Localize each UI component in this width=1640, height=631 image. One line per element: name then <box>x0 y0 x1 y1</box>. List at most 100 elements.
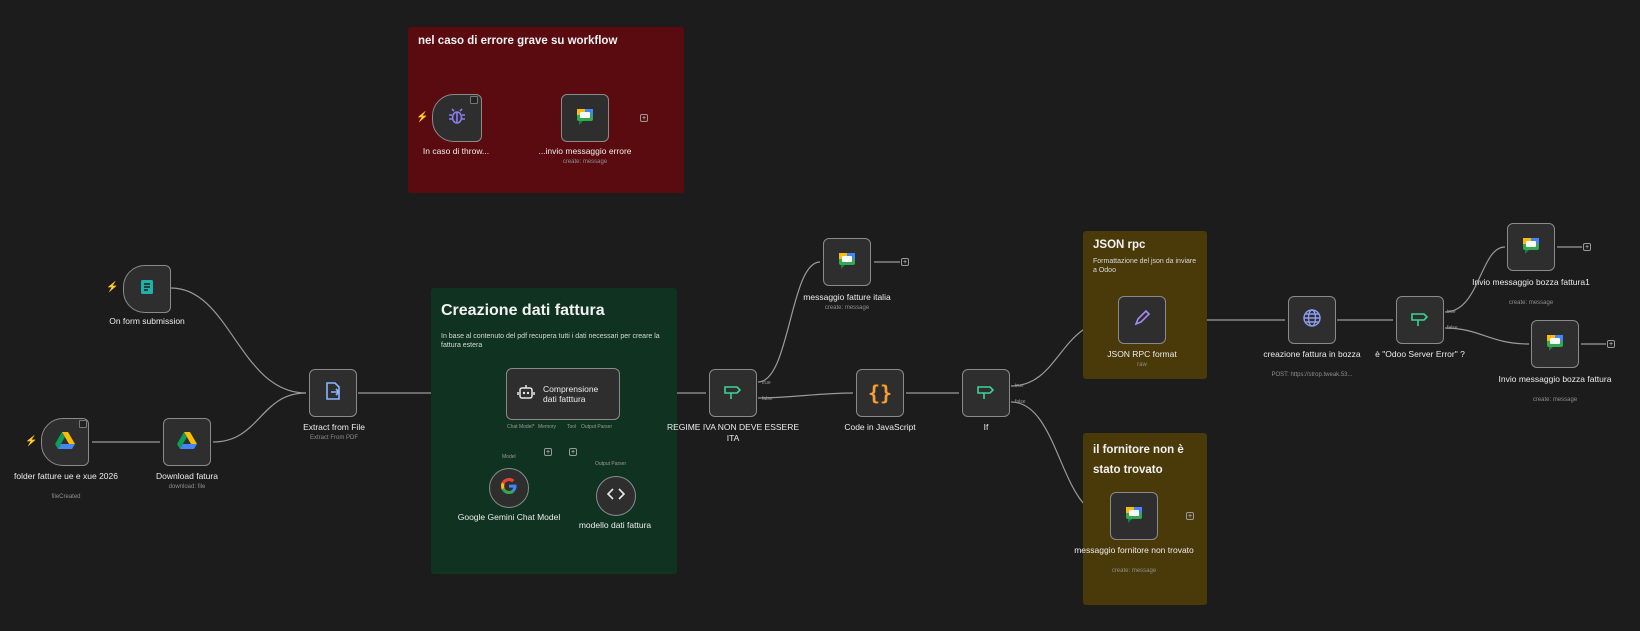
connection-odoo-false-to-bozza <box>1444 327 1530 345</box>
node-extract-from-file[interactable] <box>309 369 357 417</box>
node-google-gemini-chat-model[interactable] <box>489 468 529 508</box>
trigger-bolt-icon: ⚡ <box>25 436 38 447</box>
robot-icon <box>517 383 535 406</box>
branch-label-true: true <box>1447 309 1456 315</box>
google-chat-icon <box>1545 332 1565 357</box>
node-invio-messaggio-errore[interactable] <box>561 94 609 142</box>
node-if[interactable] <box>962 369 1010 417</box>
if-icon <box>723 382 743 405</box>
port-label-output-parser: Output Parser <box>581 424 613 430</box>
node-comprensione-dati-fattura[interactable]: Comprensione dati fatttura <box>506 368 620 420</box>
google-chat-icon <box>837 250 857 275</box>
connection-regime-false-to-code <box>757 392 854 399</box>
node-pin <box>470 96 478 104</box>
sticky-body: In base al contenuto del pdf recupera tu… <box>441 333 660 350</box>
trigger-bolt-icon: ⚡ <box>416 112 429 123</box>
add-node-button[interactable]: + <box>1607 340 1615 348</box>
node-label: Comprensione dati fatttura <box>543 383 599 404</box>
port-label-output-parser: Output Parser <box>595 461 627 467</box>
node-label: folder fatture ue e xue 2026 <box>14 471 118 481</box>
branch-label-false: false <box>1015 399 1026 405</box>
node-subtitle: create: message <box>1508 300 1554 306</box>
node-messaggio-fornitore-non-trovato[interactable] <box>1110 492 1158 540</box>
node-subtitle: POST: https://strop.tweak.53... <box>1271 372 1353 378</box>
google-chat-icon <box>1521 235 1541 260</box>
node-label: Invio messaggio bozza fattura <box>1498 374 1612 384</box>
node-label: ...invio messaggio errore <box>538 146 632 156</box>
sticky-title: nel caso di errore grave su workflow <box>418 35 618 47</box>
connection-odoo-true-to-bozza1 <box>1444 246 1506 313</box>
node-label: Download fatura <box>156 471 218 481</box>
node-label: creazione fattura in bozza <box>1263 349 1361 359</box>
if-icon <box>976 382 996 405</box>
braces-icon: {} <box>867 381 893 405</box>
node-messaggio-fatture-italia[interactable] <box>823 238 871 286</box>
add-node-button[interactable]: + <box>1186 512 1194 520</box>
connection-regime-true-to-italia <box>757 261 821 383</box>
node-invio-messaggio-bozza-fattura[interactable] <box>1531 320 1579 368</box>
file-extract-icon <box>323 381 343 406</box>
node-label: messaggio fornitore non trovato <box>1074 545 1194 555</box>
pencil-icon <box>1133 309 1151 332</box>
port-label-tool: Tool <box>567 424 577 430</box>
node-download-fatura[interactable] <box>163 418 211 466</box>
google-chat-icon <box>575 106 595 131</box>
sticky-body: Formattazione del json da inviare a Odoo <box>1093 258 1197 275</box>
google-drive-icon <box>177 431 197 454</box>
node-label: modello dati fattura <box>578 520 652 530</box>
node-label: REGIME IVA NON DEVE ESSERE ITA <box>666 422 800 443</box>
node-label: On form submission <box>109 316 185 326</box>
google-chat-icon <box>1124 504 1144 529</box>
add-tool-button[interactable]: + <box>569 448 577 456</box>
add-node-button[interactable]: + <box>640 114 648 122</box>
node-form-submission[interactable] <box>123 265 171 313</box>
node-label: messaggio fatture italia <box>803 292 891 302</box>
node-code-in-javascript[interactable]: {} <box>856 369 904 417</box>
branch-label-true: true <box>1015 383 1024 389</box>
if-icon <box>1410 309 1430 332</box>
node-subtitle: create: message <box>824 305 870 311</box>
sticky-note-creazione[interactable]: Creazione dati fattura In base al conten… <box>431 288 677 574</box>
connection-download-to-extract <box>212 392 307 443</box>
sticky-title: Creazione dati fattura <box>441 302 605 319</box>
node-creazione-fattura-in-bozza[interactable] <box>1288 296 1336 344</box>
add-node-button[interactable]: + <box>901 258 909 266</box>
globe-icon <box>1302 308 1322 333</box>
node-pin <box>79 420 87 428</box>
port-label-chat-model: Chat Model* <box>507 424 535 430</box>
branch-label-false: false <box>762 396 773 402</box>
node-label: In caso di throw... <box>422 146 490 156</box>
node-subtitle: create: message <box>1532 397 1578 403</box>
add-node-button[interactable]: + <box>1583 243 1591 251</box>
code-icon <box>606 487 626 506</box>
node-label: Invio messaggio bozza fattura1 <box>1472 277 1590 287</box>
add-memory-button[interactable]: + <box>544 448 552 456</box>
node-subtitle: download: file <box>168 484 206 490</box>
node-regime-iva[interactable] <box>709 369 757 417</box>
bug-icon <box>447 106 467 131</box>
port-label-model: Model <box>502 454 516 460</box>
branch-label-true: true <box>762 380 771 386</box>
node-label: Code in JavaScript <box>844 422 916 432</box>
branch-label-false: false <box>1447 325 1458 331</box>
connection-form-to-extract <box>170 287 307 394</box>
node-odoo-server-error[interactable] <box>1396 296 1444 344</box>
node-invio-messaggio-bozza-fattura1[interactable] <box>1507 223 1555 271</box>
node-subtitle: create: message <box>1111 568 1157 574</box>
node-subtitle: raw <box>1137 362 1147 368</box>
node-label: Extract from File <box>303 422 365 432</box>
google-icon <box>500 477 518 500</box>
node-label: è "Odoo Server Error" ? <box>1375 349 1465 359</box>
node-subtitle: create: message <box>562 159 608 165</box>
form-icon <box>137 277 157 302</box>
trigger-bolt-icon: ⚡ <box>106 282 119 293</box>
sticky-title: il fornitore non è stato trovato <box>1093 444 1184 476</box>
node-label: Google Gemini Chat Model <box>457 512 561 522</box>
node-json-rpc-format[interactable] <box>1118 296 1166 344</box>
node-modello-dati-fattura[interactable] <box>596 476 636 516</box>
node-label: If <box>983 422 989 432</box>
node-label: JSON RPC format <box>1107 349 1177 359</box>
node-subtitle: fileCreated <box>51 494 81 500</box>
node-subtitle: Extract From PDF <box>309 435 358 441</box>
